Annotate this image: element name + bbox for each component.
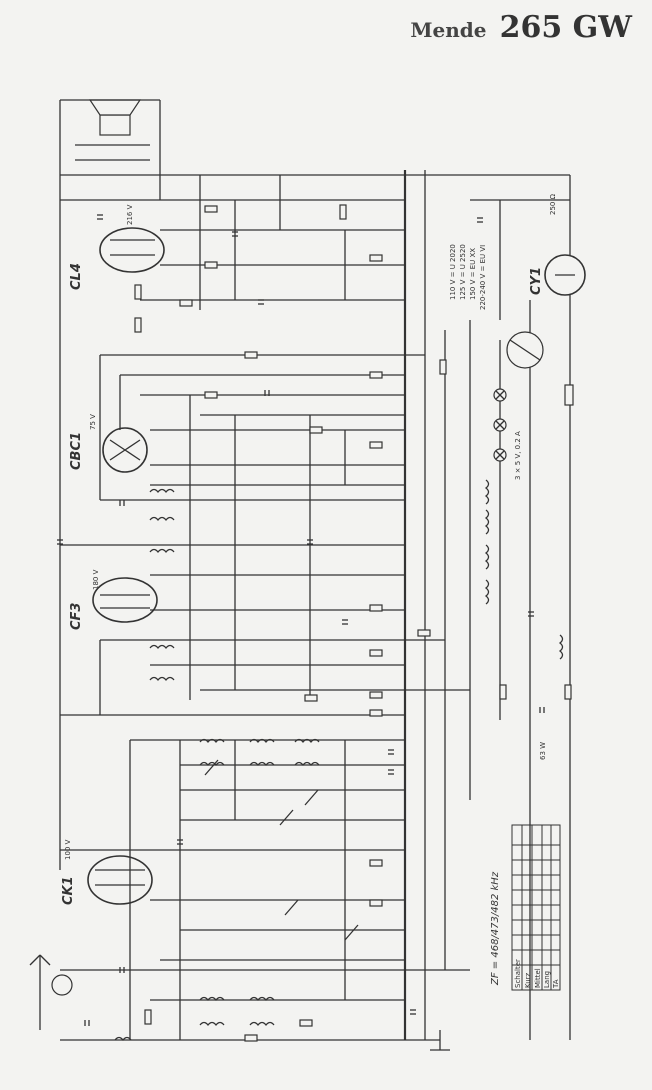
voltage-row-2: 125 V = U 2520: [459, 244, 467, 300]
schalter-row-2: Kurz: [524, 972, 532, 988]
tuning-capacitors: [204, 759, 359, 941]
pilot-lamps: [493, 388, 507, 462]
svg-text:CBC1: CBC1: [69, 432, 84, 470]
svg-text:CL4: CL4: [69, 263, 84, 290]
tube-cf3: CF3: [69, 577, 158, 630]
label-cf3-voltage: 180 V: [92, 569, 100, 590]
label-cbc1-voltage: 75 V: [89, 414, 97, 430]
label-cl4-voltage: 216 V: [126, 204, 134, 225]
capacitors: [57, 214, 545, 1026]
title-block: Mende 265 GW: [410, 10, 632, 45]
svg-text:CK1: CK1: [61, 876, 76, 905]
tube-ck1: CK1: [61, 855, 153, 905]
antenna-symbol: [29, 954, 73, 1030]
svg-text:CY1: CY1: [529, 267, 544, 295]
wiring-web: [60, 229, 470, 1041]
schalter-row-5: TA: [552, 979, 560, 989]
zf-label: ZF = 468/473/482 kHz: [490, 871, 501, 986]
voltage-table: 110 V = U 2020 125 V = U 2520 150 V = EU…: [449, 244, 487, 310]
label-lamps: 3 × 5 V, 0.2 A: [514, 431, 522, 480]
ground-symbol: [430, 1030, 450, 1051]
label-fuse: 250 Ω: [549, 193, 557, 215]
resistors: [134, 204, 574, 1042]
schalter-labels: Schalter Kurz Mittel Lang TA: [514, 959, 560, 989]
svg-text:CF3: CF3: [69, 603, 84, 630]
tube-cy1: CY1: [529, 254, 586, 296]
schalter-row-3: Mittel: [534, 968, 542, 988]
label-ck1-voltage: 100 V: [64, 839, 72, 860]
title-model: 265 GW: [499, 10, 632, 45]
voltage-row-3: 150 V = EU XX: [469, 248, 477, 300]
tube-cl4: CL4: [69, 227, 165, 290]
schalter-table: [511, 824, 561, 991]
speaker-symbol: [60, 99, 161, 200]
tube-cbc1: CBC1: [69, 427, 148, 473]
schalter-row-4: Lang: [543, 971, 551, 988]
vertical-wiring: [99, 175, 570, 1040]
schalter-row-1: Schalter: [514, 959, 522, 988]
if-coils: [114, 479, 564, 1042]
title-brand: Mende: [410, 18, 487, 42]
label-power: 63 W: [539, 742, 547, 760]
voltage-selector: [506, 331, 544, 369]
voltage-row-1: 110 V = U 2020: [449, 244, 457, 300]
voltage-row-4: 220-240 V = EU VI: [479, 245, 487, 310]
